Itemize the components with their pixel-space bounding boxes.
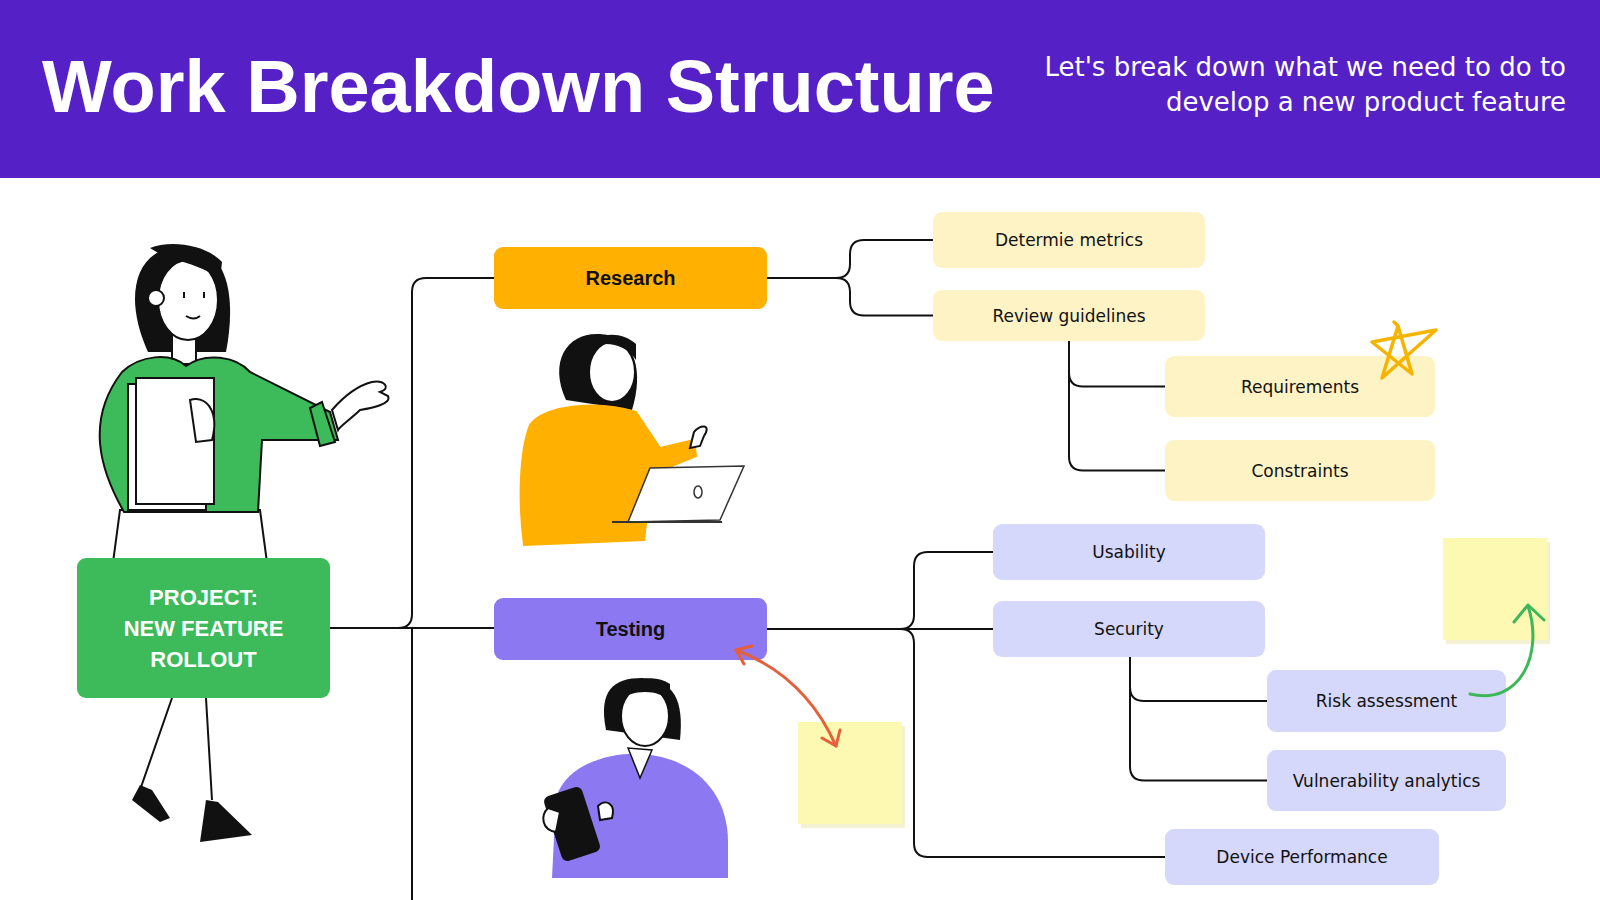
task-box: Device Performance	[1165, 829, 1439, 885]
double-arrow	[736, 650, 836, 746]
node-label: Determie metrics	[995, 230, 1143, 250]
face-features	[184, 292, 204, 319]
node-content: Constraints	[1252, 461, 1349, 481]
hand	[690, 426, 707, 448]
star-doodle	[1372, 322, 1436, 378]
arrow-heads	[736, 646, 840, 746]
node-label: Constraints	[1252, 461, 1349, 481]
hand	[543, 808, 560, 832]
task-box: Security	[993, 601, 1265, 657]
connector-line	[330, 278, 494, 628]
node-content: PROJECT: NEW FEATURE ROLLOUT	[121, 582, 286, 675]
sticky-note	[1443, 538, 1547, 640]
node-content: Review guidelines	[992, 306, 1145, 326]
header-band: Work Breakdown Structure Let's break down…	[0, 0, 1600, 178]
legs	[140, 698, 212, 800]
node-label: Review guidelines	[992, 306, 1145, 326]
node-content: Risk assessment	[1316, 691, 1457, 711]
laptop-logo	[694, 486, 702, 498]
node-content: Security	[1094, 619, 1164, 639]
task-box: Risk assessment	[1267, 670, 1506, 732]
shoe	[200, 800, 252, 842]
researcher-illustration	[521, 334, 744, 545]
collar	[628, 748, 652, 778]
node-label: Testing	[596, 618, 666, 641]
node-label: Requirements	[1241, 377, 1359, 397]
project-box: PROJECT: NEW FEATURE ROLLOUT	[77, 558, 330, 698]
fringe	[620, 678, 670, 702]
node-label: Security	[1094, 619, 1164, 639]
fringe	[150, 244, 222, 280]
task-box: Usability	[993, 524, 1265, 580]
holding-hand	[190, 399, 214, 442]
phase-box: Research	[494, 247, 767, 309]
connector-line	[767, 552, 993, 629]
node-content: Device Performance	[1216, 847, 1387, 867]
fringe	[586, 335, 636, 360]
connector-line	[1069, 341, 1165, 387]
node-content: Determie metrics	[995, 230, 1143, 250]
task-box: Requirements	[1165, 356, 1435, 417]
task-box: Determie metrics	[933, 212, 1205, 268]
subtitle: Let's break down what we need to do to d…	[1026, 50, 1566, 120]
trunk-line	[411, 628, 413, 900]
node-content: Vulnerability analytics	[1293, 771, 1481, 791]
hair	[559, 334, 637, 410]
folder-front	[136, 378, 214, 504]
connector-line	[767, 240, 933, 278]
node-label: Usability	[1092, 542, 1165, 562]
node-label: PROJECT: NEW FEATURE ROLLOUT	[121, 582, 286, 675]
green-jacket	[100, 357, 338, 512]
connector-line	[1130, 657, 1267, 701]
connector-line	[767, 629, 1165, 857]
hand	[598, 802, 613, 820]
node-content: Usability	[1092, 542, 1165, 562]
tester-illustration	[542, 678, 728, 878]
node-content: Research	[585, 267, 675, 290]
page-title: Work Breakdown Structure	[42, 42, 995, 132]
sticky-note	[798, 722, 902, 824]
node-label: Vulnerability analytics	[1293, 771, 1481, 791]
task-box: Constraints	[1165, 440, 1435, 501]
connector-line	[1069, 341, 1165, 471]
cuff	[310, 402, 335, 446]
shoe	[132, 785, 170, 822]
task-box: Review guidelines	[933, 290, 1205, 341]
open-hand	[332, 382, 389, 430]
node-label: Research	[585, 267, 675, 290]
phase-box: Testing	[494, 598, 767, 660]
ear	[148, 290, 164, 306]
laptop	[628, 466, 744, 522]
arrow-head	[1514, 605, 1544, 622]
task-box: Vulnerability analytics	[1267, 750, 1506, 811]
tablet	[542, 785, 601, 862]
connector-line	[330, 627, 494, 629]
node-label: Risk assessment	[1316, 691, 1457, 711]
node-content: Testing	[596, 618, 666, 641]
laptop-base	[612, 521, 722, 523]
connector-line	[1130, 657, 1267, 781]
node-content: Requirements	[1241, 377, 1359, 397]
node-label: Device Performance	[1216, 847, 1387, 867]
presenter-illustration	[100, 244, 389, 842]
connector-line	[767, 278, 933, 316]
curved-arrow	[1470, 606, 1533, 696]
